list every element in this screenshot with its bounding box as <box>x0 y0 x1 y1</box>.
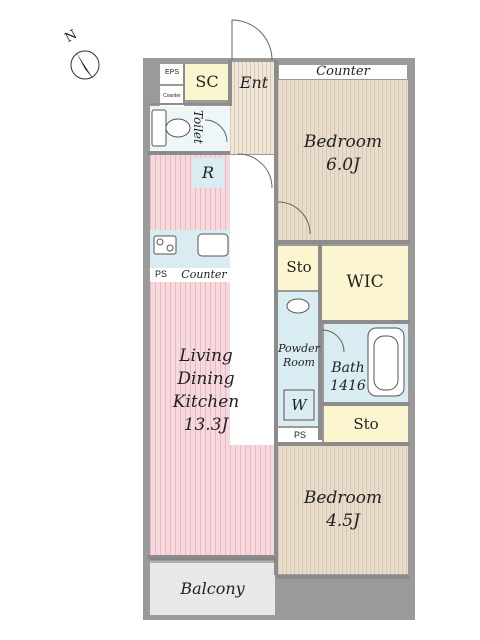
ldk-label-line3: Kitchen <box>172 392 240 412</box>
ldk-label-line1: Living <box>179 346 233 366</box>
storage2-label: Sto <box>353 415 379 433</box>
eps-label: EPS <box>164 69 179 76</box>
entrance-hall-floor <box>230 62 278 154</box>
bath-size-label: 1416 <box>330 378 366 394</box>
storage2-room <box>324 404 408 444</box>
washer-label: W <box>291 396 307 414</box>
shoe-closet <box>185 64 229 100</box>
bedroom2-size-label: 4.5J <box>326 511 360 531</box>
hall-corridor <box>230 155 278 445</box>
storage1-label: Sto <box>286 258 312 276</box>
ldk-label-line2: Dining <box>177 369 235 389</box>
counter-top-label: Counter <box>316 64 370 79</box>
shoe-closet-label: SC <box>195 72 219 91</box>
bath-name-label: Bath <box>331 360 365 376</box>
powder-room-label-line2: Room <box>283 356 315 369</box>
toilet-label: Toilet <box>190 109 205 144</box>
entrance-label: Ent <box>239 73 269 92</box>
ps-top-label: PS <box>154 269 167 279</box>
kitchen-counter-strip <box>150 268 236 282</box>
wic-label: WIC <box>346 272 384 292</box>
balcony-label: Balcony <box>180 579 245 598</box>
counter-small-area <box>160 86 184 106</box>
balcony-floor <box>150 561 275 615</box>
ps-bottom-label: PS <box>293 430 306 440</box>
refrigerator-label: R <box>201 163 215 182</box>
wic-room <box>322 246 408 320</box>
counter-top-strip <box>278 64 408 80</box>
refrigerator-space <box>192 158 224 188</box>
bedroom1-floor <box>278 80 408 240</box>
storage1-room <box>278 246 320 290</box>
bedroom1-name-label: Bedroom <box>303 132 383 152</box>
bedroom2-floor <box>278 446 408 574</box>
ldk-size-label: 13.3J <box>183 415 229 435</box>
ps-bottom-area <box>278 428 322 442</box>
counter-kitchen-label: Counter <box>181 268 227 281</box>
powder-room <box>278 292 322 426</box>
bedroom1-size-label: 6.0J <box>326 155 360 175</box>
eps-area <box>160 64 184 84</box>
powder-room-label-line1: Powder <box>278 342 320 355</box>
bedroom2-name-label: Bedroom <box>303 488 383 508</box>
north-arrow-icon <box>70 50 100 80</box>
counter-small-label: Counter <box>163 93 181 99</box>
